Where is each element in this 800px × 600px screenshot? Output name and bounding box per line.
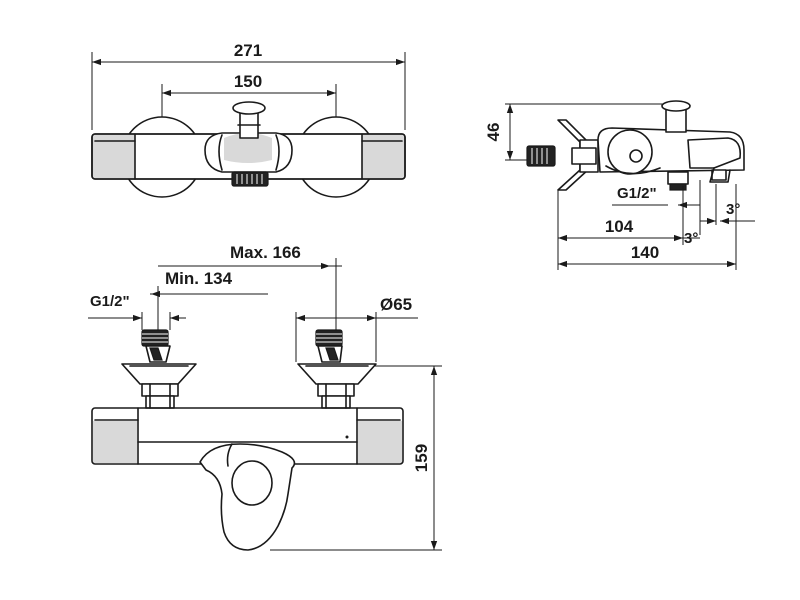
dim-label-46: 46 bbox=[484, 123, 503, 142]
dim-label-diameter-65: Ø65 bbox=[380, 295, 412, 314]
front-thread-label: G1/2" bbox=[90, 293, 130, 310]
side-view: 46 G1/2" bbox=[484, 100, 755, 270]
side-angle-lower: 3° bbox=[684, 230, 698, 247]
dim-label-159: 159 bbox=[412, 444, 431, 472]
dim-label-271: 271 bbox=[234, 41, 262, 60]
dim-label-max-166: Max. 166 bbox=[230, 243, 301, 262]
side-thread-label: G1/2" bbox=[617, 185, 657, 202]
dim-label-104: 104 bbox=[605, 217, 634, 236]
front-view: Max. 166 Min. 134 G1/2" Ø65 159 bbox=[88, 243, 442, 551]
dim-label-140: 140 bbox=[631, 243, 659, 262]
side-angle-upper: 3° bbox=[726, 201, 740, 218]
dim-label-150: 150 bbox=[234, 72, 262, 91]
top-view: 271 150 bbox=[91, 41, 406, 198]
dim-label-min-134: Min. 134 bbox=[165, 269, 233, 288]
